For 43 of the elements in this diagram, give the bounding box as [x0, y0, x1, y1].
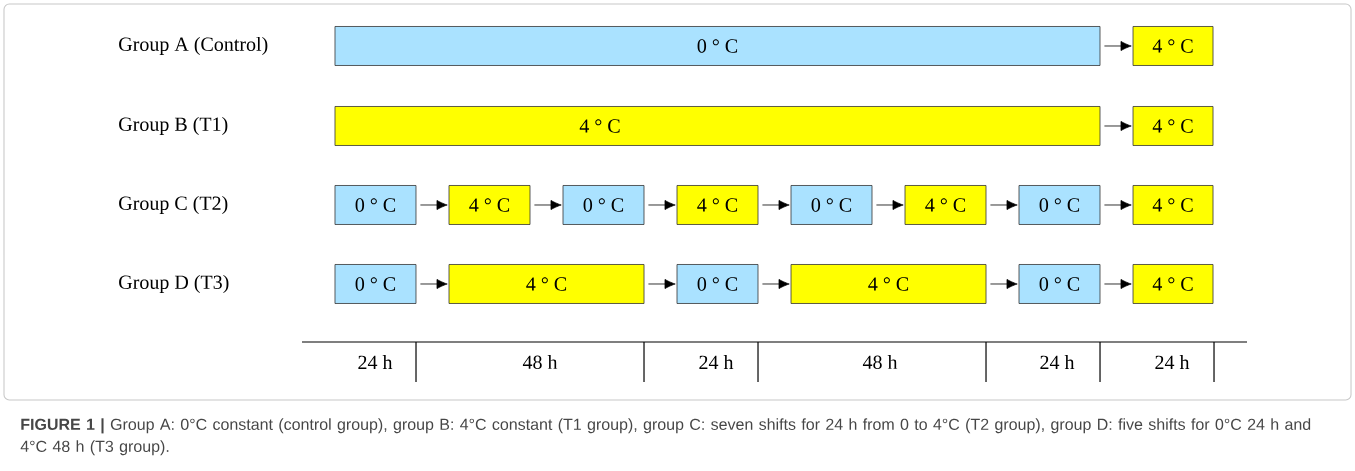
- group-label: Group D (T3): [119, 274, 229, 294]
- duration-label: 24 h: [1040, 355, 1075, 369]
- temperature-box: 4 ° C: [1132, 26, 1214, 66]
- arrow: [990, 279, 1018, 289]
- duration-label: 24 h: [699, 355, 734, 369]
- temperature-box: 4 ° C: [448, 185, 531, 225]
- arrow: [876, 200, 904, 210]
- duration-label: 24 h: [1155, 355, 1190, 369]
- temperature-box: 0 ° C: [676, 264, 759, 304]
- temperature-box: 4 ° C: [448, 264, 645, 304]
- temperature-box: 4 ° C: [334, 106, 1101, 146]
- arrow: [1104, 121, 1132, 131]
- arrow: [1104, 279, 1132, 289]
- arrow: [1104, 200, 1132, 210]
- arrow: [648, 200, 676, 210]
- temperature-box: 4 ° C: [790, 264, 987, 304]
- arrow: [762, 279, 790, 289]
- temperature-box: 4 ° C: [1132, 185, 1214, 225]
- temperature-box: 0 ° C: [334, 26, 1101, 66]
- group-label: Group C (T2): [119, 195, 228, 215]
- temperature-box: 0 ° C: [562, 185, 645, 225]
- temperature-box: 4 ° C: [904, 185, 987, 225]
- arrow: [648, 279, 676, 289]
- temperature-box: 4 ° C: [676, 185, 759, 225]
- temperature-box: 0 ° C: [790, 185, 873, 225]
- duration-label: 24 h: [358, 355, 393, 369]
- duration-label: 48 h: [862, 355, 898, 370]
- arrow: [990, 200, 1018, 210]
- temperature-box: 4 ° C: [1132, 264, 1214, 304]
- temperature-box: 0 ° C: [1018, 185, 1101, 225]
- arrow: [420, 279, 448, 289]
- figure-caption: FIGURE 1 | Group A: 0°C constant (control group), group B: 4°C constant (T1 group), group C: seven shifts for 24 h from 0 to 4°C (T2 group), group D: five shifts for 0°C 24 h and 4°C 48 h (T3 group).: [20, 418, 1311, 456]
- temperature-box: 0 ° C: [1018, 264, 1101, 304]
- temperature-box: 0 ° C: [334, 264, 417, 304]
- group-label: Group B (T1): [119, 116, 228, 136]
- duration-label: 48 h: [522, 355, 558, 370]
- arrow: [1104, 41, 1132, 51]
- temperature-box: 0 ° C: [334, 185, 417, 225]
- group-label: Group A (Control): [119, 36, 268, 56]
- arrow: [420, 200, 448, 210]
- temperature-box: 4 ° C: [1132, 106, 1214, 146]
- arrow: [534, 200, 562, 210]
- arrow: [762, 200, 790, 210]
